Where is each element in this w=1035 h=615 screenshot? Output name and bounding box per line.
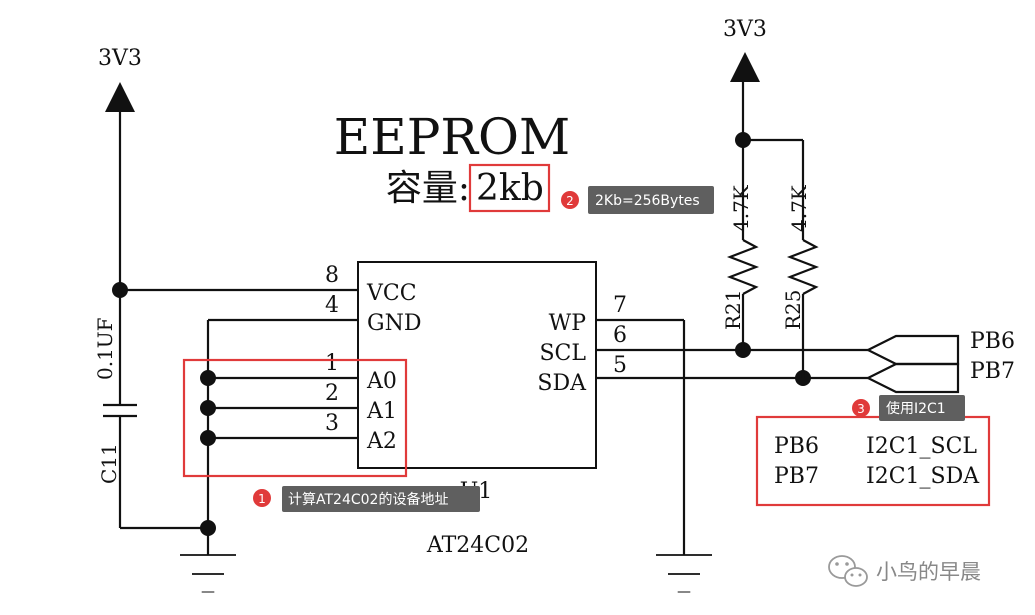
- pin-table-pin-2: PB7: [774, 464, 819, 489]
- annotation-num-2: 2: [566, 194, 574, 208]
- chip-body: [357, 261, 597, 469]
- pin-name-vcc: VCC: [366, 281, 417, 306]
- left-power-arrow: [105, 82, 135, 112]
- pin-table-box: [755, 415, 991, 507]
- right-power-arrow: [730, 52, 760, 82]
- chip-part-label: AT24C02: [426, 533, 529, 558]
- watermark: 小鸟的早晨: [828, 555, 981, 587]
- pullup-junction: [735, 132, 751, 148]
- resistor-r25: [786, 239, 820, 295]
- ground-mark-left: —: [201, 584, 215, 600]
- a1-junction: [200, 400, 216, 416]
- annotation-num-3: 3: [857, 402, 865, 416]
- wechat-icon: [828, 555, 868, 587]
- annotation-2: 2 2Kb=256Bytes: [561, 186, 714, 214]
- pin-name-a0: A0: [366, 369, 397, 394]
- pin-name-a2: A2: [366, 429, 397, 454]
- left-power-symbol: 3V3: [98, 46, 142, 112]
- diagram-title: EEPROM: [334, 108, 570, 166]
- annotation-badge-1: [253, 489, 271, 507]
- a0-junction: [200, 370, 216, 386]
- annotation-tag-3: [879, 395, 965, 421]
- net-label-pb7: PB7: [970, 359, 1015, 384]
- pin-table-pin-1: PB6: [774, 434, 819, 459]
- pin-num-gnd: 4: [325, 293, 339, 318]
- net-label-pb6: PB6: [970, 329, 1015, 354]
- pin-name-a1: A1: [366, 399, 397, 424]
- pin-name-scl: SCL: [539, 341, 586, 366]
- address-pins-highlight-box: [182, 358, 408, 478]
- net-flag-pb6: [865, 334, 960, 366]
- capacity-label: 容量:: [386, 168, 470, 209]
- annotation-text-3: 使用I2C1: [886, 400, 946, 417]
- pin-num-a2: 3: [325, 411, 339, 436]
- pin-table-func-1: I2C1_SCL: [866, 434, 977, 459]
- a2-junction: [200, 430, 216, 446]
- pin-name-wp: WP: [549, 311, 587, 336]
- cap-value-label: 0.1UF: [93, 317, 117, 380]
- pin-name-sda: SDA: [537, 371, 587, 396]
- pin-name-gnd: GND: [367, 311, 421, 336]
- pin-num-scl: 6: [613, 323, 627, 348]
- annotation-text-1: 计算AT24C02的设备地址: [288, 491, 448, 508]
- pin-num-a1: 2: [325, 381, 339, 406]
- watermark-text: 小鸟的早晨: [876, 560, 981, 584]
- annotation-tag-2: [588, 186, 714, 214]
- annotation-text-2: 2Kb=256Bytes: [595, 193, 700, 209]
- resistor-r21: [726, 239, 760, 295]
- pin-table-func-2: I2C1_SDA: [866, 464, 980, 489]
- ground-junction: [200, 520, 216, 536]
- capacity-value: 2kb: [476, 168, 544, 209]
- capacitor-c11: 0.1UF C11: [93, 317, 137, 484]
- annotation-3: 3 使用I2C1: [852, 395, 965, 421]
- r25-ref-label: R25: [781, 289, 805, 330]
- net-flag-pb7: [865, 362, 960, 394]
- annotation-badge-2: [561, 191, 579, 209]
- r21-value-label: 4.7K: [729, 184, 753, 232]
- annotation-tag-1: [282, 486, 480, 512]
- pin-num-wp: 7: [613, 293, 627, 318]
- annotation-badge-3: [852, 399, 870, 417]
- left-power-label: 3V3: [98, 46, 142, 71]
- annotation-1: 1 计算AT24C02的设备地址: [253, 486, 480, 512]
- pin-num-vcc: 8: [325, 263, 339, 288]
- right-power-symbol: 3V3: [723, 17, 767, 82]
- right-power-label: 3V3: [723, 17, 767, 42]
- pin-num-sda: 5: [613, 353, 627, 378]
- ground-mark-right: —: [677, 584, 691, 600]
- cap-ref-label: C11: [97, 443, 121, 484]
- ground-symbol-right: —: [656, 554, 712, 600]
- r21-ref-label: R21: [721, 289, 745, 330]
- annotation-num-1: 1: [258, 492, 266, 506]
- pin-num-a0: 1: [325, 351, 339, 376]
- ground-symbol-left: —: [180, 554, 236, 600]
- r25-value-label: 4.7K: [787, 184, 811, 232]
- capacity-highlight-box: [468, 163, 551, 213]
